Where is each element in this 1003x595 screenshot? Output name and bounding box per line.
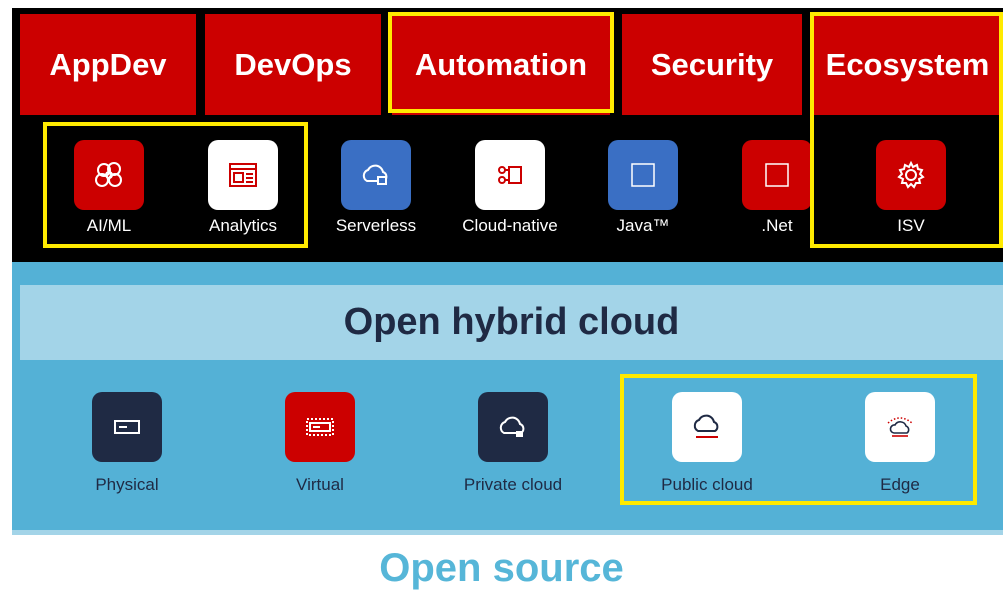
- footprint-label-edge: Edge: [880, 475, 920, 494]
- footprint-label-virtual: Virtual: [296, 475, 344, 494]
- workload-label-isv: ISV: [897, 216, 925, 235]
- highlight-aiml-analytics: [43, 122, 308, 248]
- open-hybrid-cloud-bar: Open hybrid cloud: [20, 285, 1003, 360]
- cloud-native-icon: [475, 140, 545, 210]
- pillar-automation: Automation: [392, 14, 610, 115]
- highlight-ecosystem-isv: [810, 12, 1003, 248]
- gear-icon: [876, 140, 946, 210]
- dotnet-square-icon: [742, 140, 812, 210]
- java-square-icon: [608, 140, 678, 210]
- workload-label-cloud-native: Cloud-native: [462, 216, 558, 235]
- workload-label-dotnet: .Net: [761, 216, 793, 235]
- footprint-label-private-cloud: Private cloud: [463, 475, 563, 494]
- serverless-cloud-icon: [341, 140, 411, 210]
- footprint-label-physical: Physical: [95, 475, 159, 494]
- top-band: AppDev DevOps Automation Security Ecosys…: [12, 8, 1003, 262]
- middle-band: Open hybrid cloud Physical Virtual Priva…: [12, 262, 1003, 530]
- highlight-automation: [388, 12, 614, 113]
- analytics-window-icon: [208, 140, 278, 210]
- pillar-ecosystem: Ecosystem: [812, 14, 1003, 115]
- workload-label-java: Java™: [616, 216, 670, 235]
- edge-cloud-icon: [865, 392, 935, 462]
- public-cloud-icon: [672, 392, 742, 462]
- pillar-security: Security: [622, 14, 802, 115]
- virtual-server-icon: [285, 392, 355, 462]
- workload-label-serverless: Serverless: [335, 216, 417, 235]
- workload-label-aiml: AI/ML: [86, 216, 132, 235]
- private-cloud-icon: [478, 392, 548, 462]
- pillar-devops: DevOps: [205, 14, 381, 115]
- highlight-public-cloud-edge: [620, 374, 977, 505]
- pillar-appdev: AppDev: [20, 14, 196, 115]
- open-hybrid-cloud-title: Open hybrid cloud: [343, 301, 680, 343]
- divider-line: [12, 530, 1003, 535]
- open-source-title: Open source: [379, 546, 624, 590]
- workload-label-analytics: Analytics: [208, 216, 278, 235]
- footprint-label-public-cloud: Public cloud: [661, 475, 753, 494]
- brain-icon: [74, 140, 144, 210]
- server-icon: [92, 392, 162, 462]
